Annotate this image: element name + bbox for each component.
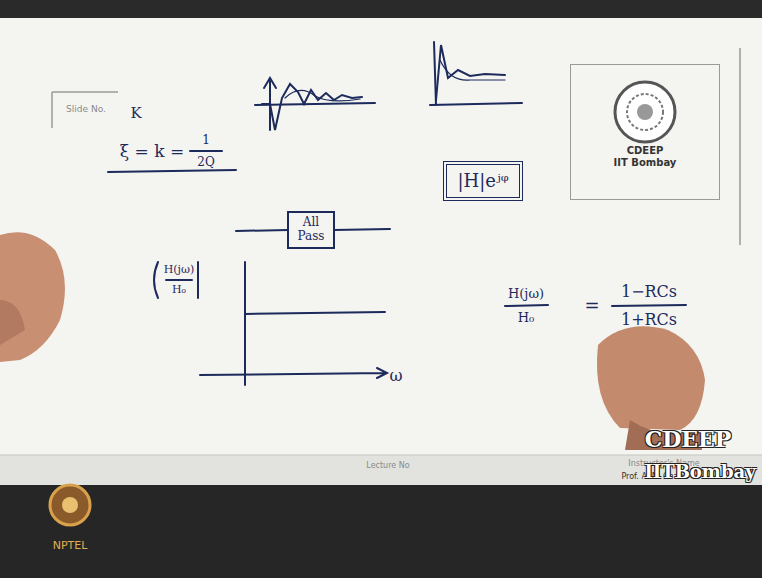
node-text: All Pass — [292, 216, 330, 244]
nptel-logo-text: NPTEL — [53, 540, 88, 552]
fraction-bar — [612, 305, 686, 306]
node-text: CDEEP — [627, 145, 664, 157]
slide-number: K — [130, 106, 141, 122]
logo-panel: CDEEPIIT Bombay — [570, 64, 720, 200]
left-hand — [0, 232, 65, 362]
smooth-waveform — [285, 90, 360, 100]
axis-label-numerator: H(jω) — [164, 264, 195, 276]
equation-numerator: 1−RCs — [621, 284, 677, 301]
top-band — [0, 0, 762, 18]
axis-label: ω — [389, 368, 402, 385]
flat-magnitude — [245, 312, 385, 314]
footer-label: Lecture No — [366, 462, 409, 470]
iit-watermark: IITBombay — [644, 463, 755, 482]
node-text: |H|eʲᵠ — [457, 171, 508, 192]
logo-gear — [627, 94, 663, 130]
cdeep-logo — [615, 82, 675, 142]
fraction-numerator: 1 — [202, 134, 210, 147]
ringing-waveform — [262, 84, 362, 130]
logo-center — [637, 104, 653, 120]
underline — [108, 170, 236, 172]
phasor-box: |H|eʲᵠ — [443, 161, 522, 202]
axis — [430, 103, 522, 105]
input-wire — [236, 230, 288, 231]
axis — [244, 262, 246, 385]
page-edge — [739, 48, 741, 245]
fraction-bar — [166, 279, 192, 281]
nptel-logo — [50, 485, 90, 525]
bottom-strip — [0, 455, 762, 485]
damped-waveform — [440, 60, 505, 80]
equation-denominator: 1+RCs — [621, 312, 677, 329]
equals-sign: = — [584, 297, 599, 316]
slide-number-label: Slide No. — [66, 105, 106, 114]
output-wire — [334, 229, 390, 230]
damping-equation: ξ = k = — [120, 143, 184, 161]
nptel-logo-center — [62, 497, 78, 513]
strip-edge — [0, 455, 762, 456]
bracket — [154, 262, 158, 298]
fraction-denominator: 2Q — [197, 156, 214, 169]
right-hand — [597, 326, 705, 430]
slide-frame — [52, 92, 118, 128]
left-hand-shadow — [0, 300, 25, 345]
cdeep-watermark: CDEEP — [645, 428, 732, 451]
fraction-bar — [505, 305, 548, 306]
handwriting-strokes — [108, 42, 686, 385]
overshoot-waveform — [436, 45, 505, 100]
equation-numerator: H(jω) — [508, 287, 544, 301]
logo-ring — [615, 82, 675, 142]
equation-denominator: H₀ — [518, 311, 535, 325]
fraction-bar — [190, 150, 222, 152]
axis — [255, 103, 375, 105]
node-text: IIT Bombay — [614, 157, 677, 169]
video-band — [0, 485, 762, 578]
all-pass-block: All Pass — [287, 211, 335, 249]
axis — [200, 368, 387, 378]
axis-label-denominator: H₀ — [172, 284, 186, 296]
bracket — [197, 262, 199, 298]
